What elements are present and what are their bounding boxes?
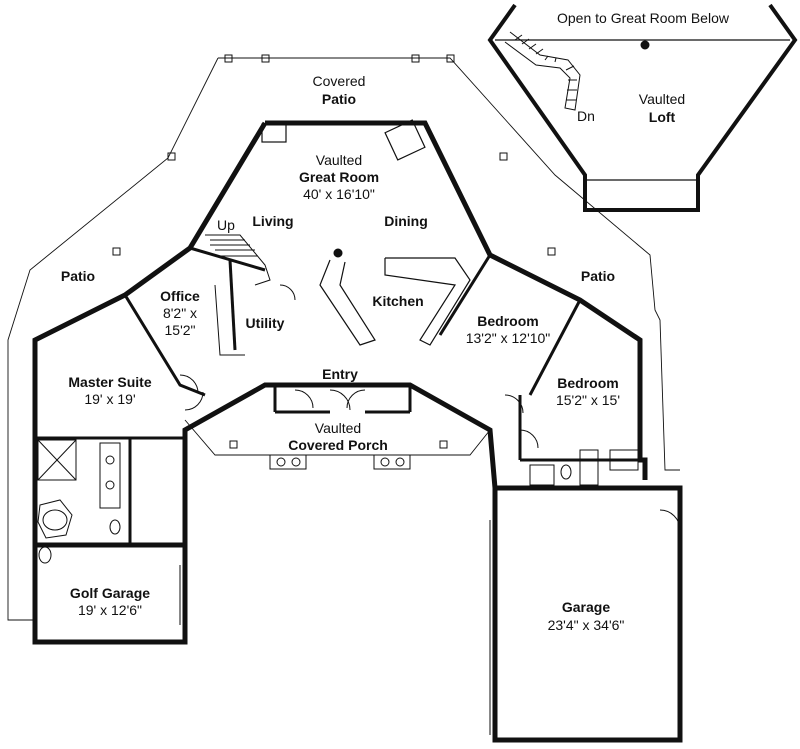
post-markers bbox=[112, 54, 556, 449]
master-suite-name: Master Suite bbox=[68, 374, 152, 390]
bedroom1-size: 13'2" x 12'10" bbox=[465, 330, 551, 346]
loft-title-line1: Vaulted bbox=[638, 91, 686, 107]
kitchen-label: Kitchen bbox=[372, 293, 424, 309]
column-marker bbox=[333, 248, 343, 258]
garage-size: 23'4" x 34'6" bbox=[547, 617, 625, 633]
garage-doors bbox=[179, 509, 681, 735]
utility-label: Utility bbox=[245, 315, 285, 331]
covered-patio-line1: Covered bbox=[312, 73, 366, 89]
porch-planters bbox=[269, 454, 411, 470]
garage-name: Garage bbox=[561, 599, 611, 615]
loft-walls bbox=[487, 3, 798, 212]
golf-garage-name: Golf Garage bbox=[69, 585, 151, 601]
stair-up-label: Up bbox=[217, 217, 235, 233]
porch-line1: Vaulted bbox=[314, 420, 362, 436]
patio-left-label: Patio bbox=[60, 268, 96, 284]
master-suite-size: 19' x 19' bbox=[84, 391, 136, 407]
bedroom2-size: 15'2" x 15' bbox=[555, 392, 621, 408]
bedroom2-name: Bedroom bbox=[557, 375, 619, 391]
kitchen-counters bbox=[261, 119, 471, 346]
entry-label: Entry bbox=[322, 366, 358, 382]
office-size-line1: 8'2" x bbox=[162, 305, 198, 321]
loft-stair-label: Dn bbox=[577, 108, 595, 124]
bedroom1-name: Bedroom bbox=[477, 313, 539, 329]
dining-label: Dining bbox=[384, 213, 428, 229]
bath-fixtures bbox=[37, 439, 639, 564]
covered-patio-line2: Patio bbox=[321, 91, 357, 107]
door-swings bbox=[179, 284, 539, 449]
great-room-line2: Great Room bbox=[298, 169, 380, 185]
office-size-line2: 15'2" bbox=[164, 322, 196, 338]
loft-stair bbox=[504, 31, 581, 111]
interior-walls bbox=[35, 246, 645, 545]
porch-line2: Covered Porch bbox=[288, 437, 388, 453]
great-room-size: 40' x 16'10" bbox=[303, 186, 375, 202]
main-stair bbox=[205, 234, 271, 356]
great-room-line1: Vaulted bbox=[315, 152, 363, 168]
loft-column-marker bbox=[640, 40, 650, 50]
golf-garage-size: 19' x 12'6" bbox=[77, 602, 143, 618]
patio-right-label: Patio bbox=[580, 268, 616, 284]
loft-title-line2: Loft bbox=[648, 109, 676, 125]
office-name: Office bbox=[160, 288, 200, 304]
living-label: Living bbox=[252, 213, 294, 229]
loft-header-label: Open to Great Room Below bbox=[557, 10, 729, 26]
patio-outlines bbox=[7, 57, 680, 621]
